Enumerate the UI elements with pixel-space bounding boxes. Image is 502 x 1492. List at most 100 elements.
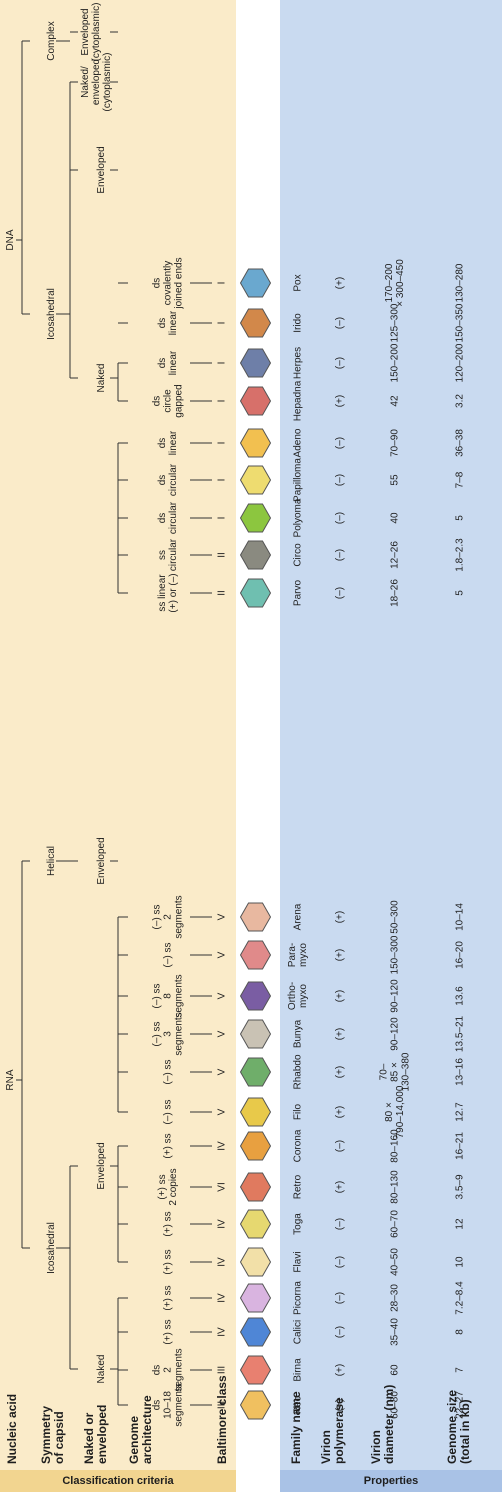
hepadna-icon <box>239 384 278 418</box>
genome-architecture: (+) ss <box>163 1249 174 1274</box>
family-name: Irido <box>293 313 304 332</box>
genome-architecture: ds linear <box>157 311 179 335</box>
baltimore-class: IV <box>217 1327 228 1336</box>
orthomyxo-icon-shape <box>241 982 271 1010</box>
genome-architecture: (–) ss <box>163 1060 174 1085</box>
baltimore-class: V <box>217 1069 228 1076</box>
genome-size: 13–16 <box>455 1058 466 1086</box>
adeno-icon <box>239 426 278 460</box>
virion-polymerase: (–) <box>335 1326 346 1338</box>
genome-architecture: ds circular <box>157 464 179 496</box>
retro-icon <box>239 1170 278 1204</box>
node-rna-naked: Naked <box>96 1355 107 1384</box>
virion-polymerase: (+) <box>335 395 346 408</box>
virion-diameter: 150–200 <box>390 344 401 383</box>
virion-diameter: 70– 85 × 130–380 <box>379 1053 412 1092</box>
genome-architecture: (+) ss <box>163 1211 174 1236</box>
genome-architecture: ss linear (+) or (–) <box>157 573 179 612</box>
baltimore-class: I <box>217 517 228 520</box>
baltimore-class: V <box>217 914 228 921</box>
filo-icon <box>239 1095 278 1129</box>
virion-polymerase: (–) <box>335 1140 346 1152</box>
genome-size: 3.5–9 <box>455 1174 466 1199</box>
virion-diameter: 60 <box>390 1364 401 1375</box>
virion-diameter: 90–120 <box>390 979 401 1012</box>
paramyxo-icon-shape <box>241 941 271 969</box>
genome-architecture: ss circular <box>157 539 179 571</box>
orthomyxo-icon <box>239 979 278 1013</box>
flavi-icon-shape <box>241 1248 271 1276</box>
genome-size: 8 <box>455 1329 466 1335</box>
pox-icon <box>239 266 278 300</box>
virion-polymerase: (+) <box>335 277 346 290</box>
node-dna-complex-enveloped: Enveloped (cytoplasmic) <box>80 3 102 62</box>
parvo-icon-shape <box>241 579 271 607</box>
baltimore-class: V <box>217 993 228 1000</box>
genome-size: 5 <box>455 515 466 521</box>
circo-icon-shape <box>241 541 271 569</box>
virion-diameter: 70–90 <box>390 429 401 457</box>
calici-icon-shape <box>241 1318 271 1346</box>
family-name: Birna <box>293 1358 304 1381</box>
baltimore-class: I <box>217 362 228 365</box>
genome-size: 10–14 <box>455 903 466 931</box>
baltimore-class: IV <box>217 1219 228 1228</box>
baltimore-class: I <box>217 442 228 445</box>
virion-polymerase: (+) <box>335 1181 346 1194</box>
pox-icon-shape <box>241 269 271 297</box>
baltimore-class: II <box>217 552 228 558</box>
node-dna: DNA <box>5 229 16 250</box>
node-rna-helical: Helical <box>46 846 57 876</box>
family-name: Reo <box>293 1396 304 1414</box>
family-name: Rhabdo <box>293 1054 304 1089</box>
adeno-icon-shape <box>241 429 271 457</box>
node-dna-naked: Naked <box>96 364 107 393</box>
genome-architecture: ds 2 segments <box>152 1348 185 1391</box>
family-name: Picorna <box>293 1281 304 1315</box>
virion-polymerase: (–) <box>335 1256 346 1268</box>
virion-diameter: 18–26 <box>390 579 401 607</box>
family-name: Parvo <box>293 580 304 606</box>
family-name: Pox <box>293 274 304 291</box>
genome-size: 22–27 <box>455 1391 466 1419</box>
retro-icon-shape <box>241 1173 271 1201</box>
corona-icon-shape <box>241 1132 271 1160</box>
baltimore-class: V <box>217 1109 228 1116</box>
genome-size: 130–280 <box>455 264 466 303</box>
genome-size: 5 <box>455 590 466 596</box>
genome-architecture: (–) ss 2 segments <box>152 895 185 938</box>
baltimore-class: I <box>217 479 228 482</box>
genome-architecture: (+) ss <box>163 1319 174 1344</box>
genome-size: 16–20 <box>455 941 466 969</box>
family-name: Filo <box>293 1104 304 1120</box>
genome-size: 7.2–8.4 <box>455 1281 466 1314</box>
virion-diameter: 42 <box>390 395 401 406</box>
virion-diameter: 80–130 <box>390 1170 401 1203</box>
genome-size: 10 <box>455 1256 466 1267</box>
virion-diameter: 60–70 <box>390 1210 401 1238</box>
family-name: Circo <box>293 543 304 566</box>
baltimore-class: IV <box>217 1141 228 1150</box>
filo-icon-shape <box>241 1098 271 1126</box>
virion-diameter: 35–40 <box>390 1318 401 1346</box>
reo-icon-shape <box>241 1391 271 1419</box>
family-name: Arena <box>293 904 304 931</box>
toga-icon-shape <box>241 1210 271 1238</box>
virion-diameter: 55 <box>390 474 401 485</box>
family-name: Polyoma <box>293 499 304 538</box>
papilloma-icon <box>239 463 278 497</box>
genome-architecture: (–) ss 8 segments <box>152 974 185 1017</box>
baltimore-class: V <box>217 1031 228 1038</box>
virion-polymerase: (–) <box>335 587 346 599</box>
baltimore-class: III <box>217 1366 228 1374</box>
genome-size: 36–38 <box>455 429 466 457</box>
arena-icon-shape <box>241 903 271 931</box>
baltimore-class: I <box>217 322 228 325</box>
baltimore-class: V <box>217 952 228 959</box>
virion-polymerase: (–) <box>335 437 346 449</box>
virion-polymerase: (–) <box>335 1292 346 1304</box>
genome-architecture: (–) ss <box>163 1100 174 1125</box>
virion-diameter: 150–300 <box>390 936 401 975</box>
virion-diameter: 12–26 <box>390 541 401 569</box>
node-rna: RNA <box>5 1069 16 1090</box>
